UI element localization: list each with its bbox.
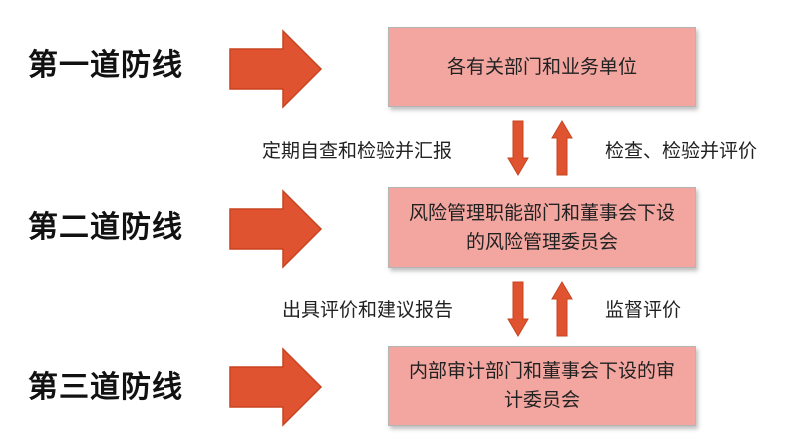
first-line-box-text: 各有关部门和业务单位 <box>446 55 637 78</box>
flow-2-up-arrow-icon <box>551 281 573 337</box>
second-line-box-text: 风险管理职能部门和董事会下设的风险管理委员会 <box>408 201 675 253</box>
flow-1-down-label: 定期自查和检验并汇报 <box>262 140 453 162</box>
flow-1-up-arrow-icon <box>551 120 573 176</box>
second-line-label: 第二道防线 <box>28 210 183 245</box>
first-line-label: 第一道防线 <box>28 48 183 83</box>
flow-1-down-arrow-icon <box>507 120 529 176</box>
second-line-box: 风险管理职能部门和董事会下设的风险管理委员会 <box>388 187 696 268</box>
flow-2-down-label: 出具评价和建议报告 <box>282 299 454 321</box>
flow-2-down-arrow-icon <box>507 281 529 337</box>
third-line-label: 第三道防线 <box>28 370 183 405</box>
flow-1-up-label: 检查、检验并评价 <box>605 140 758 162</box>
second-line-arrow-icon <box>229 189 323 269</box>
flow-2-up-label: 监督评价 <box>605 299 682 321</box>
third-line-box-text: 内部审计部门和董事会下设的审计委员会 <box>408 360 675 411</box>
first-line-arrow-icon <box>229 29 323 109</box>
third-line-box: 内部审计部门和董事会下设的审计委员会 <box>388 346 696 426</box>
first-line-box: 各有关部门和业务单位 <box>388 27 696 107</box>
third-line-arrow-icon <box>229 347 323 427</box>
